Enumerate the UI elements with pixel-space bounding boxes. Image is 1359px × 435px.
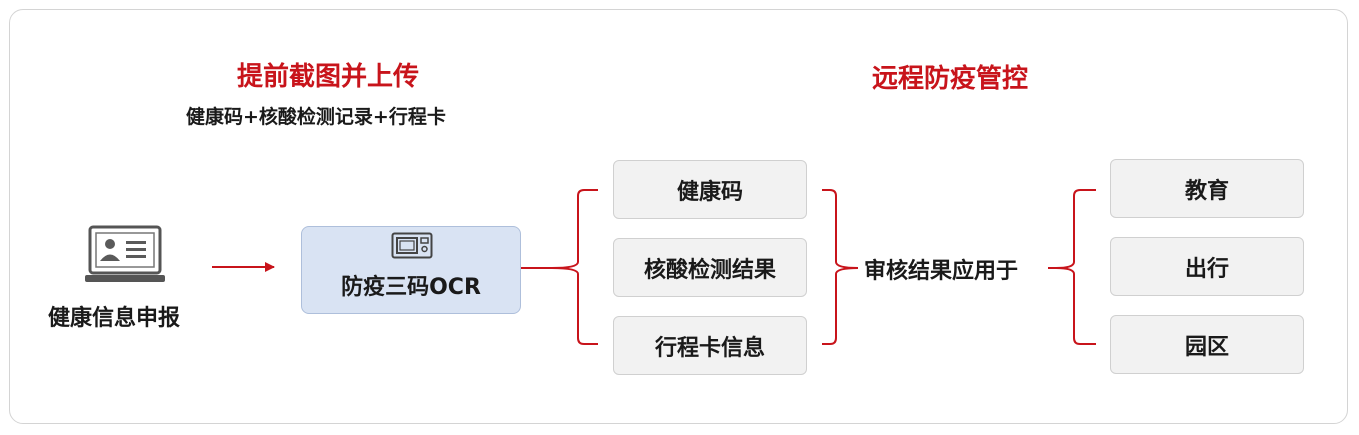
app-box-park: 园区 <box>1110 315 1304 374</box>
ocr-label: 防疫三码OCR <box>341 275 481 300</box>
left-section-title: 提前截图并上传 <box>237 62 420 92</box>
code-box-itinerary: 行程卡信息 <box>613 316 807 375</box>
left-section-subtitle: 健康码+核酸检测记录+行程卡 <box>186 106 446 128</box>
code-box-nucleic: 核酸检测结果 <box>613 238 807 297</box>
app-box-travel: 出行 <box>1110 237 1304 296</box>
apps-left-brace <box>1055 189 1096 345</box>
right-section-title: 远程防疫管控 <box>872 64 1029 94</box>
id-card-laptop-icon <box>85 225 165 282</box>
codes-left-brace <box>551 189 598 345</box>
ocr-box: 防疫三码OCR <box>301 226 521 314</box>
codes-right-brace <box>822 189 859 345</box>
app-box-education: 教育 <box>1110 159 1304 218</box>
source-label: 健康信息申报 <box>48 306 181 331</box>
code-box-health: 健康码 <box>613 160 807 219</box>
review-label: 审核结果应用于 <box>864 259 1019 284</box>
scanner-icon <box>391 232 433 259</box>
